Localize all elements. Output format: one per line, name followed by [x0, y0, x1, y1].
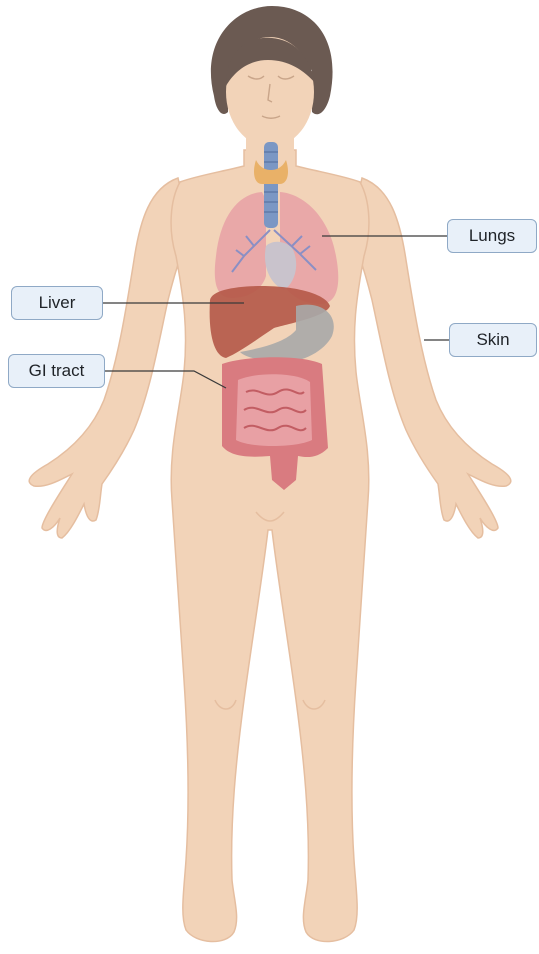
lungs-label: Lungs: [447, 219, 537, 253]
small-intestine: [236, 374, 312, 446]
head: [211, 6, 333, 147]
skin-label: Skin: [449, 323, 537, 357]
gi-tract-label: GI tract: [8, 354, 105, 388]
trachea: [264, 142, 278, 228]
liver-label: Liver: [11, 286, 103, 320]
